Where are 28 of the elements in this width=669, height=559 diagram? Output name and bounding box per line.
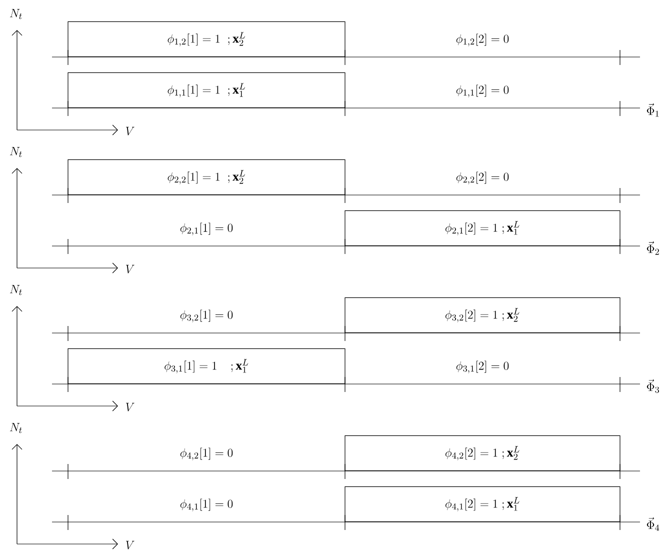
value-label: $\phi_{4,1}[1] = 0$ [180, 498, 233, 512]
axis-label: $N_t$ [10, 147, 22, 158]
axis-label: $N_t$ [10, 285, 22, 296]
axis-label: $V$ [126, 264, 134, 274]
value-box: $\phi_{1,2}[1] = 1 \;\; ; \mathbf{x}_2^L$ [68, 21, 346, 57]
value-box: $\phi_{3,1}[1] = 1 \quad ; \mathbf{x}_1^L$ [68, 348, 346, 384]
vector-label: $\vec{\Phi}_2$ [646, 241, 659, 255]
value-box: $\phi_{2,1}[2] = 1 \; ; \mathbf{x}_1^L$ [344, 210, 620, 246]
vector-label: $\vec{\Phi}_3$ [646, 379, 660, 393]
axis-label: $N_t$ [10, 423, 22, 434]
value-label: $\phi_{3,2}[1] = 0$ [180, 310, 233, 322]
value-box: $\phi_{4,1}[2] = 1 \; ; \mathbf{x}_1^L$ [344, 486, 620, 522]
axis-label: $V$ [126, 402, 134, 412]
value-box: $\phi_{3,2}[2] = 1 \; ; \mathbf{x}_2^L$ [344, 297, 620, 333]
value-box: $\phi_{4,2}[2] = 1 \; ; \mathbf{x}_2^L$ [344, 435, 620, 471]
value-label: $\phi_{2,1}[1] = 0$ [180, 222, 233, 236]
axis-label: $N_t$ [10, 9, 22, 20]
axis-label: $V$ [126, 540, 134, 550]
value-box: $\phi_{1,1}[1] = 1 \;\; ; \mathbf{x}_1^L$ [68, 72, 346, 108]
vector-label: $\vec{\Phi}_1$ [646, 103, 659, 117]
axis-label: $V$ [126, 126, 134, 136]
value-label: $\phi_{4,2}[1] = 0$ [180, 448, 233, 460]
value-label: $\phi_{2,2}[2] = 0$ [456, 172, 509, 184]
value-box: $\phi_{2,2}[1] = 1 \;\; ; \mathbf{x}_2^L$ [68, 159, 346, 195]
value-label: $\phi_{1,2}[2] = 0$ [456, 34, 509, 46]
value-label: $\phi_{1,1}[2] = 0$ [456, 84, 509, 98]
vector-label: $\vec{\Phi}_4$ [646, 517, 660, 531]
value-label: $\phi_{3,1}[2] = 0$ [456, 360, 509, 374]
